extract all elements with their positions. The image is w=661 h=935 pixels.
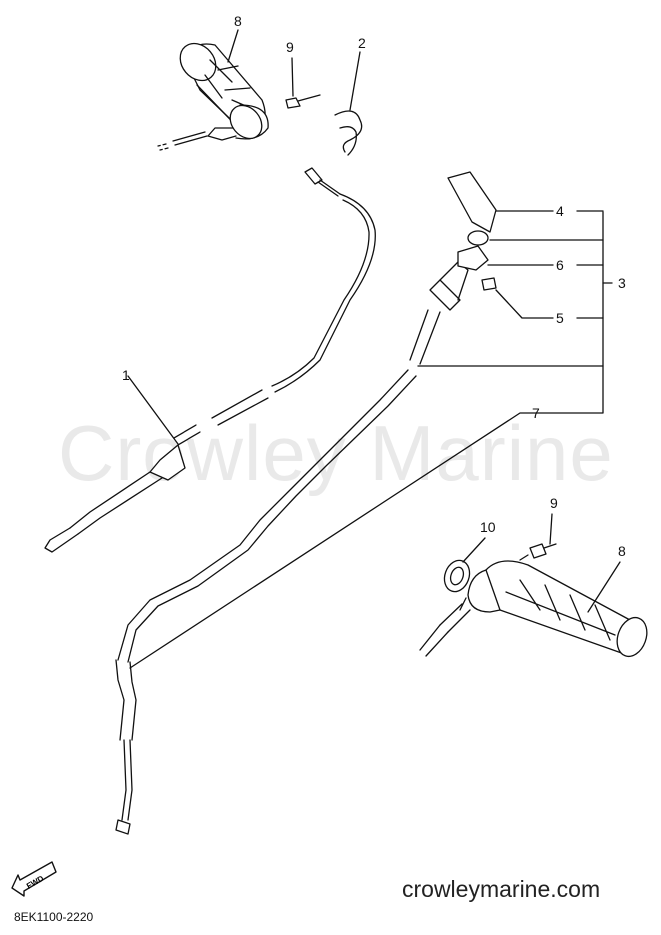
screw-top xyxy=(285,57,321,109)
leader-8-top xyxy=(227,29,239,63)
wire-clip xyxy=(334,51,363,156)
leader-1 xyxy=(127,375,179,445)
callout-1: 1 xyxy=(122,367,130,383)
fwd-arrow-icon: FWD xyxy=(11,861,57,897)
steering-cable xyxy=(115,369,417,835)
callout-8-top: 8 xyxy=(234,13,242,29)
leader-8-bottom xyxy=(587,561,621,613)
screw-bottom xyxy=(519,513,557,561)
callout-8-bottom: 8 xyxy=(618,543,626,559)
callout-7: 7 xyxy=(532,405,540,421)
callout-10: 10 xyxy=(480,519,496,535)
washer-10 xyxy=(443,537,486,593)
handle-grip-top xyxy=(157,42,269,151)
callout-5: 5 xyxy=(556,310,564,326)
cable-end-assembly xyxy=(409,171,497,365)
site-url: crowleymarine.com xyxy=(402,876,601,902)
callout-2: 2 xyxy=(358,35,366,51)
callout-9-top: 9 xyxy=(286,39,294,55)
callout-4: 4 xyxy=(556,203,564,219)
leader-7 xyxy=(129,211,604,669)
handle-grip-bottom xyxy=(419,560,648,658)
part-code: 8EK1100-2220 xyxy=(14,910,94,924)
leader-lines-3 xyxy=(417,210,613,367)
throttle-cable xyxy=(44,167,376,553)
callout-6: 6 xyxy=(556,257,564,273)
watermark: Crowley Marine xyxy=(58,409,614,497)
callout-3: 3 xyxy=(618,275,626,291)
callout-9-bottom: 9 xyxy=(550,495,558,511)
